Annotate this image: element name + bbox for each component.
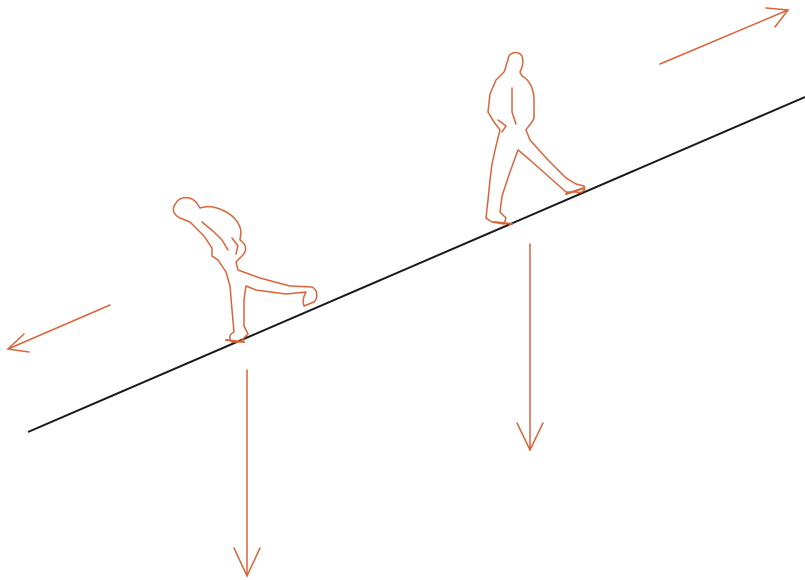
slope-line (28, 97, 805, 432)
walker-downhill-figure (173, 198, 316, 342)
direction-arrow-downhill (8, 305, 110, 352)
direction-arrow-uphill (660, 8, 788, 64)
force-arrow-left (234, 370, 260, 576)
force-arrow-right (517, 244, 543, 450)
